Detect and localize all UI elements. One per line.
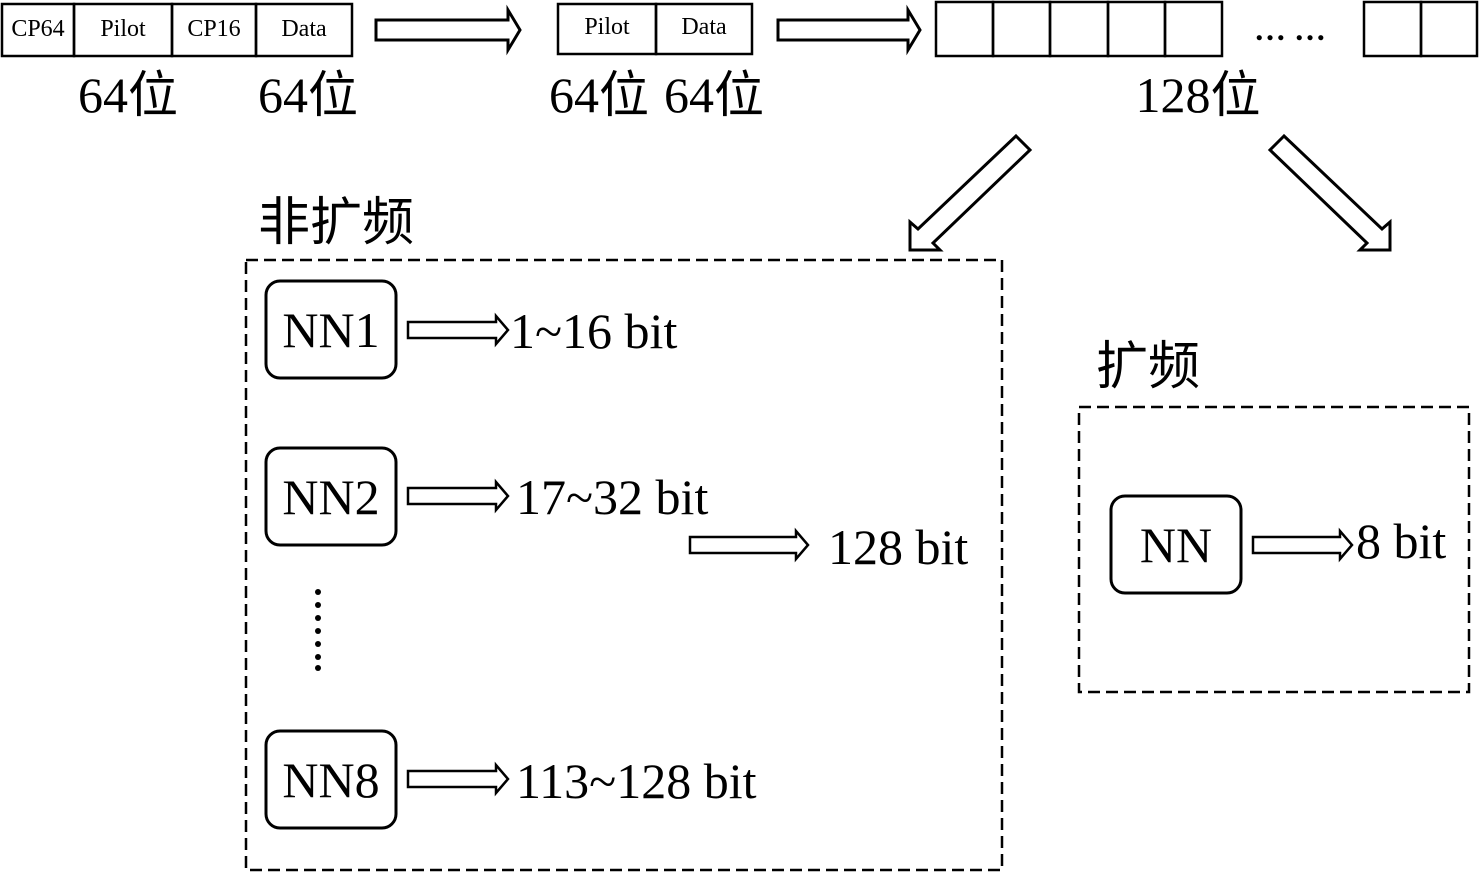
nn8-block (264, 729, 398, 830)
frame-bits-pilot: 64位 (78, 67, 178, 123)
arrow-right-icon (1251, 527, 1354, 563)
arrow-down-left-icon (908, 133, 1033, 252)
arrow-right-icon (776, 4, 922, 56)
frame-cell-cp16-label: CP16 (187, 16, 240, 42)
stage3-cell (991, 0, 1052, 58)
nn1-label: NN1 (282, 302, 379, 358)
stage3-bits: 128位 (1136, 67, 1261, 123)
nn-block (1109, 494, 1243, 595)
spread-title: 扩频 (1096, 339, 1200, 396)
arrow-right-icon (688, 527, 810, 563)
non-spread-title: 非扩频 (258, 195, 414, 252)
nn2-output: 17~32 bit (516, 469, 708, 525)
nn-output: 8 bit (1356, 513, 1446, 569)
non-spread-box (244, 258, 1004, 872)
frame-cell-data-label: Data (281, 16, 327, 42)
nn1-block (264, 279, 398, 380)
nn8-label: NN8 (282, 752, 379, 808)
arrow-down-right-icon (1267, 133, 1392, 252)
spread-box (1077, 405, 1471, 694)
stage3-cell (934, 0, 995, 58)
nn2-block (264, 446, 398, 547)
stage2-bits-data: 64位 (664, 67, 764, 123)
non-spread-total-output: 128 bit (828, 519, 968, 575)
arrow-right-icon (374, 4, 522, 56)
stage3-ellipsis: … … (1254, 11, 1326, 47)
stage3-cell (1106, 0, 1167, 58)
nn2-label: NN2 (282, 469, 379, 525)
frame-cell-pilot-label: Pilot (100, 16, 146, 42)
stage2-cell-data-label: Data (681, 14, 727, 40)
frame-cell-cp64-label: CP64 (11, 16, 64, 42)
stage3-cell (1163, 0, 1224, 58)
stage3-cell (1048, 0, 1110, 58)
stage2-cell-data (654, 2, 754, 56)
frame-bits-data: 64位 (258, 67, 358, 123)
nn8-output: 113~128 bit (516, 753, 757, 809)
frame-cell-data (254, 2, 354, 58)
stage3-cell (1419, 0, 1479, 58)
stage3-row: … … 128位 (934, 0, 1479, 123)
frame-row: CP64 Pilot CP16 Data 64位 64位 (0, 2, 358, 123)
stage2-row: Pilot Data 64位 64位 (549, 2, 764, 123)
stage2-cell-pilot-label: Pilot (584, 14, 630, 40)
stage2-bits-pilot: 64位 (549, 67, 649, 123)
nn-label: NN (1140, 517, 1212, 573)
arrow-right-icon (406, 761, 510, 797)
nn1-output: 1~16 bit (510, 303, 677, 359)
arrow-right-icon (406, 478, 510, 514)
vertical-ellipsis-icon (315, 589, 321, 671)
stage3-cell (1362, 0, 1423, 58)
arrow-right-icon (406, 312, 510, 348)
